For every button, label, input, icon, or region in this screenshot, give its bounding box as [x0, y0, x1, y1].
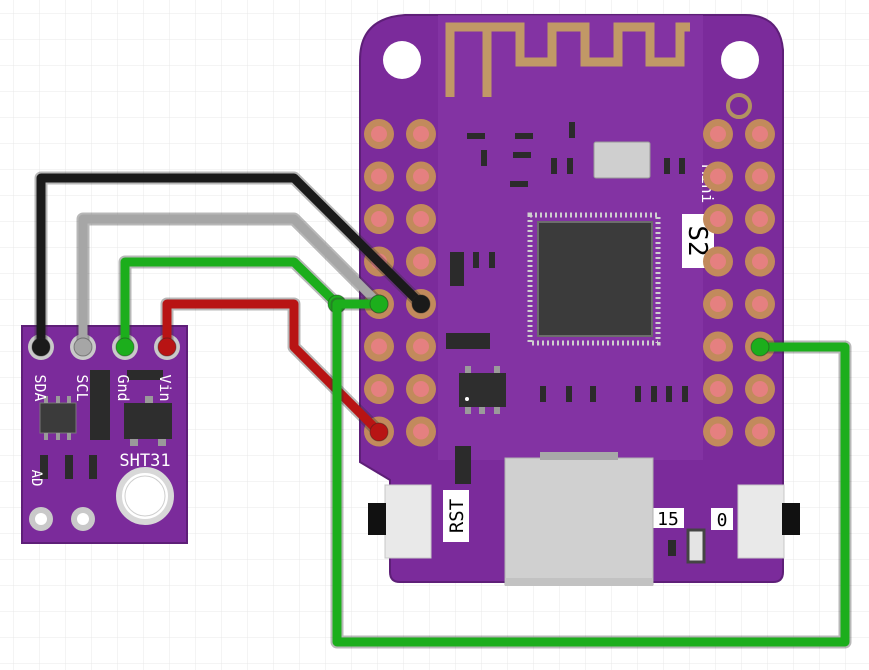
mcu-header-pin-center	[752, 296, 768, 312]
mcu-header-pin-center	[710, 338, 726, 355]
mcu-header-pin-center	[371, 381, 387, 397]
sensor-addr-label: AD	[28, 470, 44, 487]
mcu-header-pin-center	[710, 211, 726, 227]
mcu-header-pin-center	[752, 211, 768, 227]
sensor-regulator	[124, 396, 172, 446]
mcu-header-pin-center	[413, 253, 429, 270]
mcu-header-pin-center	[752, 253, 768, 270]
mcu-header-pin-center	[371, 338, 387, 355]
mcu-header-pin-center	[371, 126, 387, 142]
sensor-mount-hole-inner	[124, 475, 166, 517]
mcu-header-pin-center	[413, 381, 429, 397]
crystal	[593, 141, 651, 179]
boot-button[interactable]	[737, 484, 800, 559]
mcu-header-pin-center	[752, 381, 768, 397]
label-15: 15	[657, 509, 679, 530]
mount-hole	[721, 41, 759, 79]
mcu-header-pins[interactable]	[364, 119, 775, 447]
mcu-header-pin-center	[413, 126, 429, 142]
reset-button[interactable]	[368, 484, 432, 559]
mcu-header-pin-center	[752, 423, 768, 440]
mcu-header-pin-center	[752, 168, 768, 185]
gnd-wire[interactable]	[31, 171, 431, 357]
sensor-model-label: SHT31	[119, 451, 170, 471]
sensor-pin-label-gnd: Gnd	[114, 374, 132, 401]
wire-endpoint[interactable]	[73, 337, 93, 357]
wire-endpoint[interactable]	[31, 337, 51, 357]
wire-endpoint[interactable]	[115, 337, 135, 357]
mcu-header-pin-center	[371, 211, 387, 227]
usb-c-connector	[504, 452, 654, 586]
sensor-smd-components	[40, 370, 163, 479]
mcu-header-pin-center	[413, 211, 429, 227]
mcu-header-pin-center	[371, 168, 387, 185]
gpio15-loop-wire[interactable]	[330, 294, 852, 649]
antenna-trace	[445, 22, 690, 97]
mount-hole-ring	[726, 93, 752, 119]
sensor-pin-label-scl: SCL	[73, 374, 91, 401]
mcu-header-pin-center	[710, 168, 726, 185]
mcu-header-pin-center	[710, 126, 726, 142]
reset-label: RST	[446, 499, 468, 533]
sensor-pin-label-sda: SDA	[31, 374, 49, 401]
mcu-header-pin-center	[413, 168, 429, 185]
mcu-header-pin-center	[752, 126, 768, 142]
vin-wire[interactable]	[157, 297, 389, 442]
mcu-header-pin-center	[413, 423, 429, 440]
wire-endpoint[interactable]	[157, 337, 177, 357]
sensor-board[interactable]: SHT31 AD SDA SCL Gnd Vin	[21, 325, 188, 544]
sensor-pin-label-vin: Vin	[156, 374, 174, 401]
sht31-sensor-chip	[39, 396, 77, 440]
mcu-header-pin-center	[710, 423, 726, 440]
label-0-box	[711, 508, 733, 530]
label-15-box	[652, 508, 684, 528]
esp32-s2-chip	[527, 212, 661, 346]
smd-components	[446, 122, 688, 556]
led	[686, 528, 706, 564]
reset-label-box	[443, 490, 469, 542]
mount-hole	[383, 41, 421, 79]
mcu-header-pin-center	[710, 296, 726, 312]
voltage-regulator	[459, 366, 506, 414]
wire-endpoint[interactable]	[411, 294, 431, 314]
mcu-header-pin-center	[710, 253, 726, 270]
mcu-board[interactable]: S2 Mini RST 15 0	[359, 14, 800, 586]
wire-endpoint[interactable]	[369, 422, 389, 442]
wire-endpoint[interactable]	[750, 337, 770, 357]
wires[interactable]	[31, 171, 852, 649]
label-0: 0	[717, 510, 728, 531]
mcu-header-pin-center	[413, 338, 429, 355]
wire-endpoint[interactable]	[369, 294, 389, 314]
mcu-header-pin-center	[710, 381, 726, 397]
